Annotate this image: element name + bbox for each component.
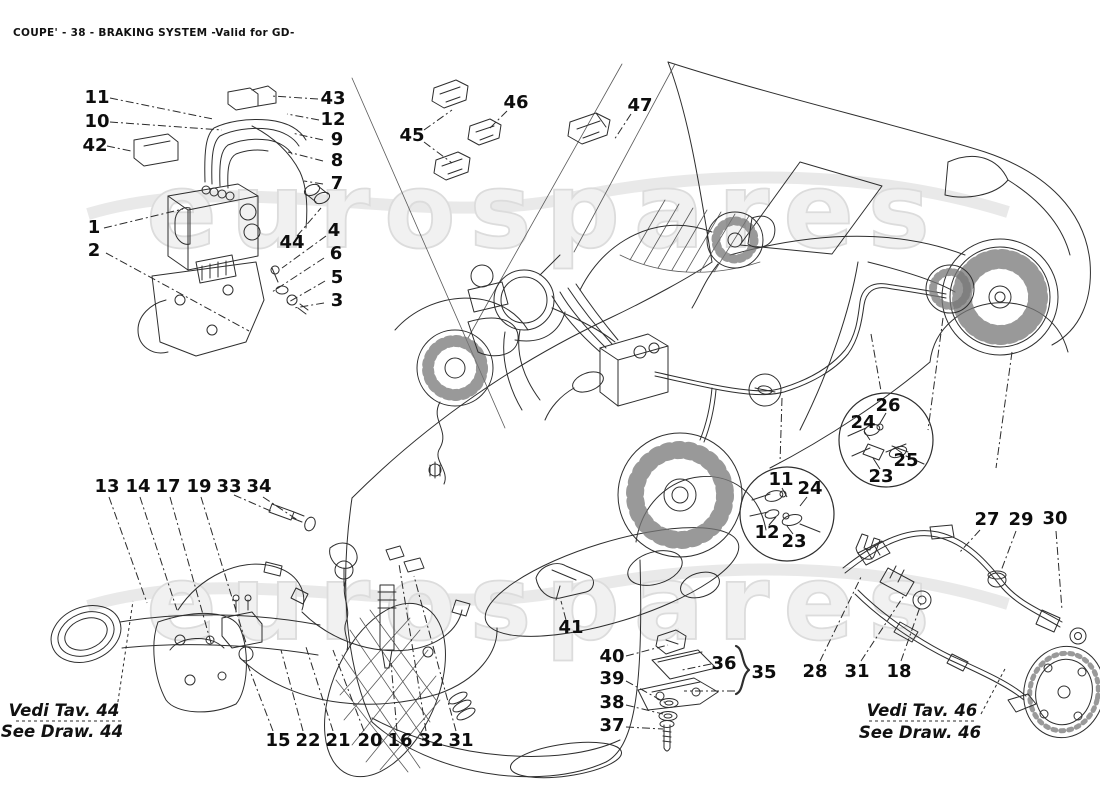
detail-circle-left (739, 466, 835, 562)
part-label-12-24: 12 (754, 522, 779, 543)
part-label-3-14: 3 (331, 290, 344, 311)
part-label-11-22: 11 (768, 469, 793, 490)
watermark-text-2: eurospares (146, 542, 944, 664)
part-label-47-17: 47 (627, 95, 652, 116)
part-label-23-21: 23 (868, 466, 893, 487)
front-right-wheel (617, 432, 743, 558)
front-hose-assembly (50, 503, 498, 721)
part-label-6-12: 6 (330, 243, 343, 264)
part-label-30-48: 30 (1042, 508, 1067, 529)
part-label-33-30: 33 (216, 476, 241, 497)
part-label-37-43: 37 (599, 715, 624, 736)
part-label-41-39: 41 (558, 617, 583, 638)
page-title: COUPE' - 38 - BRAKING SYSTEM -Valid for … (13, 27, 295, 39)
mid-bottom-parts (535, 563, 751, 752)
part-label-15-32: 15 (265, 730, 290, 751)
part-label-12-6: 12 (320, 109, 345, 130)
part-label-23-25: 23 (781, 531, 806, 552)
part-label-4-11: 4 (328, 220, 341, 241)
part-label-14-27: 14 (125, 476, 150, 497)
part-label-31-38: 31 (448, 730, 473, 751)
part-label-16-36: 16 (387, 730, 412, 751)
part-label-17-28: 17 (155, 476, 180, 497)
part-label-2-4: 2 (88, 240, 101, 261)
part-label-43-5: 43 (320, 88, 345, 109)
part-label-35-45: 35 (751, 662, 776, 683)
front-grille (324, 461, 446, 778)
part-label-9-7: 9 (331, 129, 344, 150)
detail-circle-right (838, 392, 934, 488)
part-label-42-2: 42 (82, 135, 107, 156)
front-left-brake (394, 297, 566, 485)
leader-lines (16, 95, 1063, 732)
part-label-34-31: 34 (246, 476, 271, 497)
part-label-11-0: 11 (84, 87, 109, 108)
part-label-5-13: 5 (331, 267, 344, 288)
abs-unit-in-bay (544, 283, 669, 421)
pipe-clips (431, 79, 611, 181)
brake-pipes (654, 283, 947, 443)
brake-booster (467, 254, 616, 411)
note-left: Vedi Tav. 44 See Draw. 44 (1, 701, 123, 741)
note-left-line2: See Draw. 44 (1, 722, 123, 741)
part-label-36-44: 36 (711, 653, 736, 674)
watermark-text: eurospares (146, 150, 944, 272)
note-right-line1: Vedi Tav. 46 (867, 701, 978, 720)
part-label-10-1: 10 (84, 111, 109, 132)
part-label-8-8: 8 (331, 150, 344, 171)
note-right-line2: See Draw. 46 (859, 723, 981, 742)
part-label-27-46: 27 (974, 509, 999, 530)
part-label-7-9: 7 (331, 173, 344, 194)
part-label-19-29: 19 (186, 476, 211, 497)
part-label-21-34: 21 (325, 730, 350, 751)
part-label-13-26: 13 (94, 476, 119, 497)
part-label-32-37: 32 (418, 730, 443, 751)
note-right: Vedi Tav. 46 See Draw. 46 (859, 701, 981, 742)
watermark-band-bottom: eurospares (86, 541, 1010, 665)
part-label-24-19: 24 (850, 412, 875, 433)
part-label-39-41: 39 (599, 668, 624, 689)
abs-cluster (133, 85, 331, 357)
part-label-31-50: 31 (844, 661, 869, 682)
part-label-44-10: 44 (279, 232, 304, 253)
car-artwork (324, 61, 1091, 779)
watermark-band-top: eurospares (86, 149, 1010, 273)
part-label-46-16: 46 (503, 92, 528, 113)
part-label-40-40: 40 (599, 646, 624, 667)
part-label-28-49: 28 (802, 661, 827, 682)
part-label-1-3: 1 (88, 217, 101, 238)
part-label-29-47: 29 (1008, 509, 1033, 530)
part-label-20-35: 20 (357, 730, 382, 751)
part-label-38-42: 38 (599, 692, 624, 713)
part-label-25-20: 25 (893, 450, 918, 471)
headlight (484, 527, 740, 779)
part-label-45-15: 45 (399, 125, 424, 146)
rear-wheel (925, 238, 1059, 356)
note-left-line1: Vedi Tav. 44 (9, 701, 120, 720)
part-label-24-23: 24 (797, 478, 822, 499)
handbrake-cable-assembly (842, 524, 1100, 739)
rear-left-brake (579, 211, 776, 309)
part-label-22-33: 22 (295, 730, 320, 751)
part-label-26-18: 26 (875, 395, 900, 416)
part-label-18-51: 18 (886, 661, 911, 682)
